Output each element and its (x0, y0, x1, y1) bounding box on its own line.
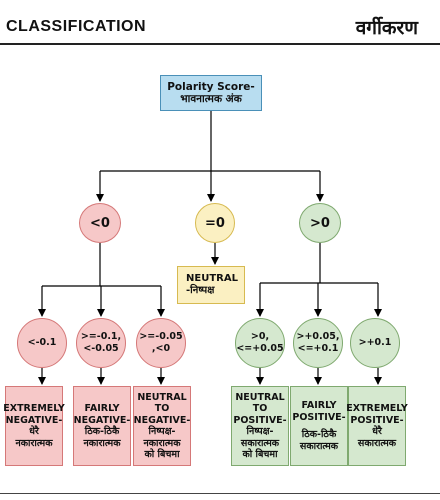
class-extremely-positive: EXTREMELY POSITIVE- धेरै सकारात्मक (346, 386, 408, 466)
class-line: नकारात्मक (83, 437, 121, 449)
neg-range-2-line1: >=-0.1, (80, 331, 122, 342)
class-line: TO (252, 403, 268, 414)
title-hindi: वर्गीकरण (355, 17, 418, 39)
node-positive-label: >0 (310, 215, 330, 231)
root-node-polarity-score: Polarity Score- भावनात्मक अंक (160, 75, 262, 111)
class-line: ठिक-ठिकै (84, 426, 120, 437)
pos-range-2-line2: <=+0.1 (297, 343, 339, 354)
class-line: EXTREMELY (3, 403, 65, 414)
class-line: FAIRLY (84, 403, 120, 414)
class-line: नकारात्मक (15, 437, 53, 449)
pos-range-2-line1: >+0.05, (296, 331, 340, 342)
class-line: EXTREMELY (346, 403, 408, 414)
node-negative: <0 (79, 203, 121, 243)
root-label-en: Polarity Score- (167, 81, 255, 93)
class-line: ठिक-ठिकै (301, 429, 337, 440)
class-line: सकारात्मक (357, 437, 397, 449)
footer-divider (0, 493, 440, 494)
class-neutral-to-negative: NEUTRAL TO NEGATIVE- निष्पक्ष- नकारात्मक… (133, 386, 191, 466)
class-line: NEUTRAL (235, 391, 285, 403)
neg-range-2: >=-0.1, <-0.05 (76, 318, 126, 368)
pos-range-3-line1: >+0.1 (358, 337, 392, 348)
class-line: NEGATIVE- (133, 414, 191, 426)
pos-range-1-line1: >0, (250, 331, 270, 342)
class-line: NEGATIVE- (5, 414, 63, 426)
class-line: सकारात्मक (299, 440, 339, 452)
class-line: को बिचमा (242, 449, 278, 460)
class-line: नकारात्मक (143, 437, 181, 449)
class-line: NEGATIVE- (73, 414, 131, 426)
class-line: POSITIVE- (233, 414, 287, 426)
class-line: सकारात्मक (240, 437, 280, 449)
node-negative-label: <0 (90, 215, 110, 231)
pos-range-1: >0, <=+0.05 (235, 318, 285, 368)
node-neutral: NEUTRAL -निष्पक्ष (177, 266, 245, 304)
node-zero: =0 (195, 203, 235, 243)
neutral-label-en: NEUTRAL (186, 273, 238, 284)
root-label-hi: भावनात्मक अंक (180, 93, 242, 105)
class-line: निष्पक्ष- (246, 426, 274, 437)
class-line: FAIRLY (301, 400, 337, 411)
class-neutral-to-positive: NEUTRAL TO POSITIVE- निष्पक्ष- सकारात्मक… (231, 386, 289, 466)
class-fairly-positive: FAIRLY POSITIVE- ठिक-ठिकै सकारात्मक (290, 386, 348, 466)
class-line: को बिचमा (144, 449, 180, 460)
neg-range-2-line2: <-0.05 (83, 343, 119, 354)
neg-range-3-line1: >=-0.05 (139, 331, 183, 342)
neg-range-3: >=-0.05 ,<0 (136, 318, 186, 368)
neg-range-1-line1: <-0.1 (27, 337, 57, 348)
neg-range-1: <-0.1 (17, 318, 67, 368)
pos-range-3: >+0.1 (350, 318, 400, 368)
header-divider (0, 43, 440, 45)
class-line: TO (154, 403, 170, 414)
pos-range-2: >+0.05, <=+0.1 (293, 318, 343, 368)
class-fairly-negative: FAIRLY NEGATIVE- ठिक-ठिकै नकारात्मक (73, 386, 131, 466)
title-english: CLASSIFICATION (6, 18, 147, 35)
pos-range-1-line2: <=+0.05 (236, 343, 284, 354)
class-line: POSITIVE- (292, 411, 346, 423)
class-extremely-negative: EXTREMELY NEGATIVE- धेरै नकारात्मक (3, 386, 65, 466)
class-line: NEUTRAL (137, 391, 187, 403)
class-line: धेरै (372, 426, 382, 437)
class-line: POSITIVE- (350, 414, 404, 426)
node-zero-label: =0 (205, 215, 225, 231)
class-line: धेरै (29, 426, 39, 437)
class-line: निष्पक्ष- (148, 426, 176, 437)
neg-range-3-line2: ,<0 (151, 343, 171, 354)
node-positive: >0 (299, 203, 341, 243)
neutral-label-hi: -निष्पक्ष (186, 285, 215, 296)
